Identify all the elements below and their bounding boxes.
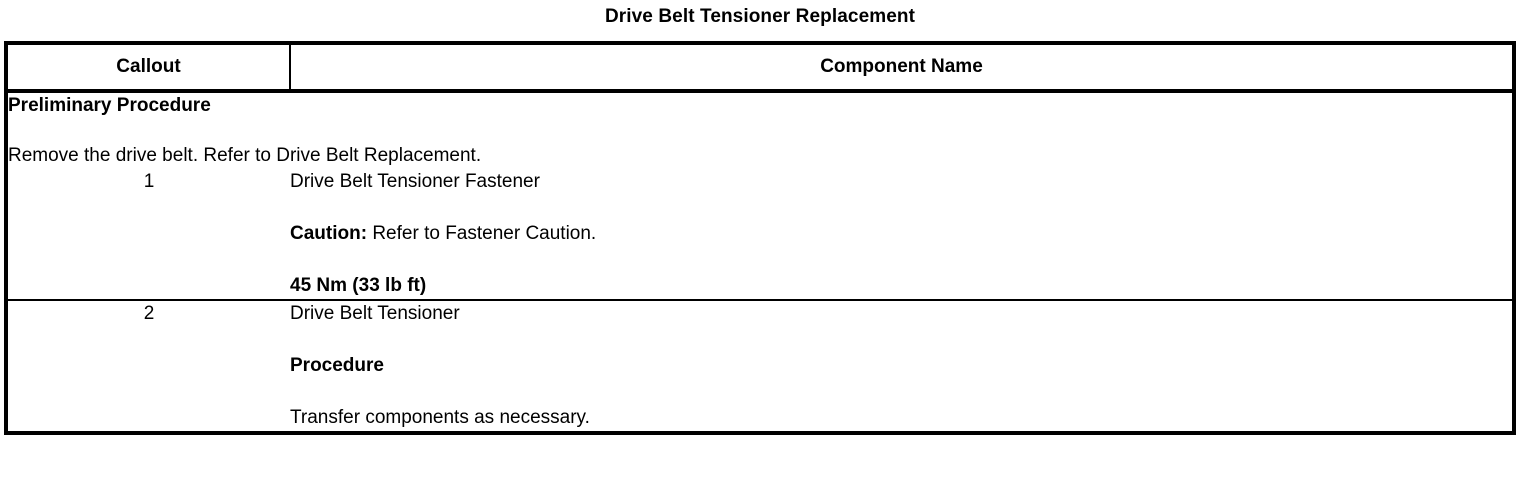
component-name: Drive Belt Tensioner [290, 303, 460, 324]
note-label: Procedure [290, 355, 384, 376]
table-header-row: Callout Component Name [6, 43, 1514, 93]
component-note: Caution: Refer to Fastener Caution. [290, 195, 1512, 247]
component-name: Drive Belt Tensioner Fastener [290, 171, 540, 192]
preliminary-procedure-text: Remove the drive belt. Refer to Drive Be… [8, 145, 482, 166]
note-label: Caution: [290, 223, 368, 244]
note-text: Refer to Fastener Caution. [367, 223, 597, 244]
column-header-callout: Callout [6, 43, 291, 93]
callout-number: 1 [6, 169, 290, 301]
component-description-cell: Drive Belt Tensioner Procedure Transfer … [290, 300, 1514, 433]
preliminary-procedure-cell: Preliminary Procedure Remove the drive b… [6, 91, 1514, 169]
procedure-step-text: Transfer components as necessary. [290, 407, 590, 428]
component-note: Procedure [290, 327, 1512, 379]
preliminary-procedure-heading: Preliminary Procedure [8, 95, 211, 116]
torque-specification: 45 Nm (33 lb ft) [290, 275, 427, 296]
table-body: Preliminary Procedure Remove the drive b… [6, 91, 1514, 433]
procedure-table: Callout Component Name Preliminary Proce… [4, 41, 1516, 435]
column-header-component-name: Component Name [290, 43, 1514, 93]
callout-number: 2 [143, 303, 155, 324]
table-header: Callout Component Name [6, 43, 1514, 93]
table-row: 2 Drive Belt Tensioner Procedure Transfe… [6, 300, 1514, 433]
component-description-cell: Drive Belt Tensioner Fastener Caution: R… [290, 169, 1514, 301]
table-row: 1 Drive Belt Tensioner Fastener Caution:… [6, 169, 1514, 301]
page-title: Drive Belt Tensioner Replacement [604, 6, 916, 27]
preliminary-procedure-row: Preliminary Procedure Remove the drive b… [6, 91, 1514, 169]
